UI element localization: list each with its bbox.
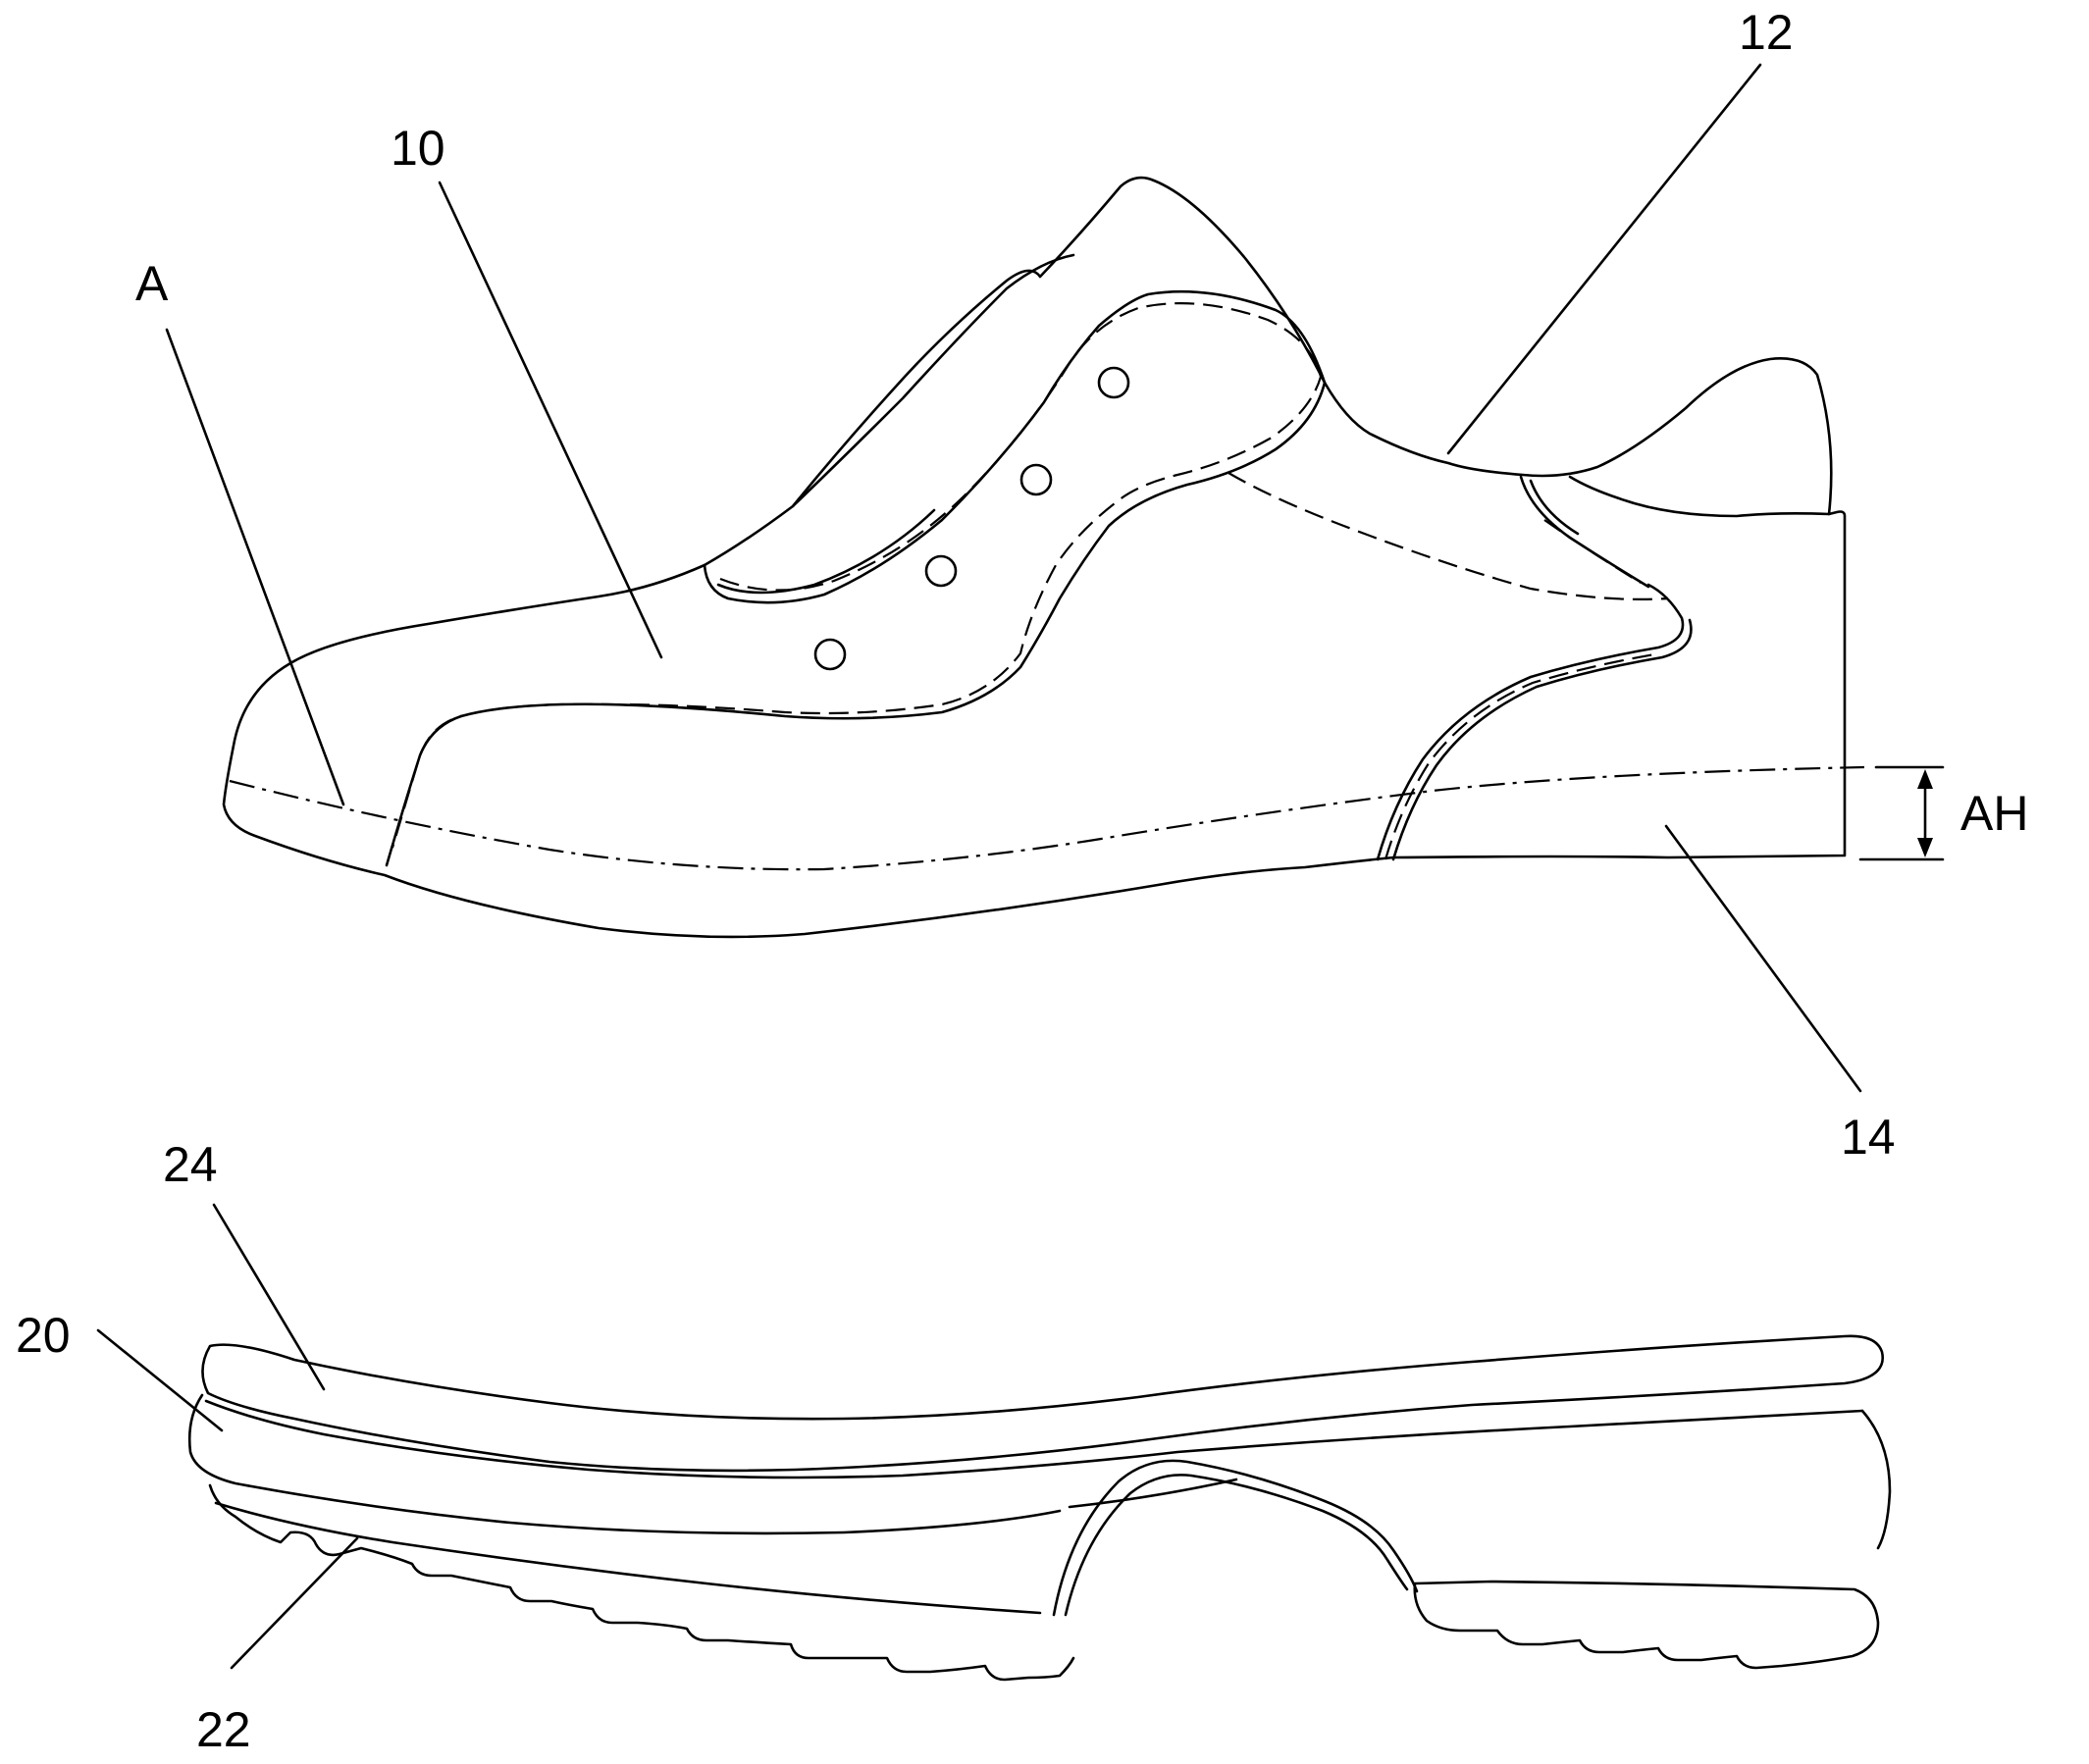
leader-22 [230, 1536, 359, 1670]
leader-12 [1446, 63, 1762, 455]
ah-arrow-bottom [1917, 838, 1933, 857]
eyestay-stitching [391, 302, 1323, 849]
label-20: 20 [16, 1308, 71, 1363]
heel-counter-seam-inner [1391, 618, 1693, 861]
quarter-stitching [1227, 472, 1669, 600]
line-A [229, 765, 1865, 871]
outsole-top-line [214, 1501, 1042, 1615]
collar-line [1568, 475, 1831, 518]
outsole [208, 1483, 1075, 1682]
eyelet [1019, 463, 1053, 496]
label-AH: AH [1960, 786, 2028, 841]
leader-14 [1664, 824, 1862, 1093]
leader-10 [438, 181, 663, 659]
leader-24 [212, 1203, 326, 1391]
eyestay-inner [716, 508, 936, 595]
midsole-top-line [204, 1399, 1864, 1479]
label-22: 22 [196, 1702, 251, 1757]
ah-arrow-top [1917, 769, 1933, 789]
heel-tab [1519, 475, 1650, 589]
label-12: 12 [1739, 5, 1794, 60]
arch-cutout-inner [1064, 1474, 1409, 1617]
label-A: A [135, 256, 169, 311]
heel-counter-seam [1376, 583, 1685, 861]
shoe-outline [222, 176, 1847, 939]
label-10: 10 [391, 121, 445, 176]
heel-tab-stitch [1543, 519, 1642, 584]
leader-A [165, 328, 345, 806]
heel-counter-stitch [1384, 651, 1661, 860]
eyelet [1097, 366, 1130, 399]
vamp-seam [385, 714, 463, 867]
heel-tab-inner [1529, 479, 1580, 536]
arch-cutout [1052, 1459, 1419, 1617]
vamp-upper-seam [459, 381, 1327, 720]
eyelet [813, 638, 847, 671]
leader-20 [96, 1328, 224, 1432]
label-24: 24 [163, 1137, 218, 1192]
sole-figure [187, 1334, 1892, 1682]
eyestay-edge [703, 289, 1327, 604]
midsole-right [1860, 1409, 1892, 1550]
tongue [791, 253, 1075, 508]
shoe-figure [222, 176, 1945, 939]
heel-outsole [1413, 1580, 1880, 1670]
insole [201, 1334, 1885, 1473]
eyelet [924, 554, 958, 588]
midsole [187, 1393, 1062, 1535]
label-14: 14 [1841, 1110, 1896, 1165]
midsole-bottom-line [1068, 1478, 1238, 1509]
